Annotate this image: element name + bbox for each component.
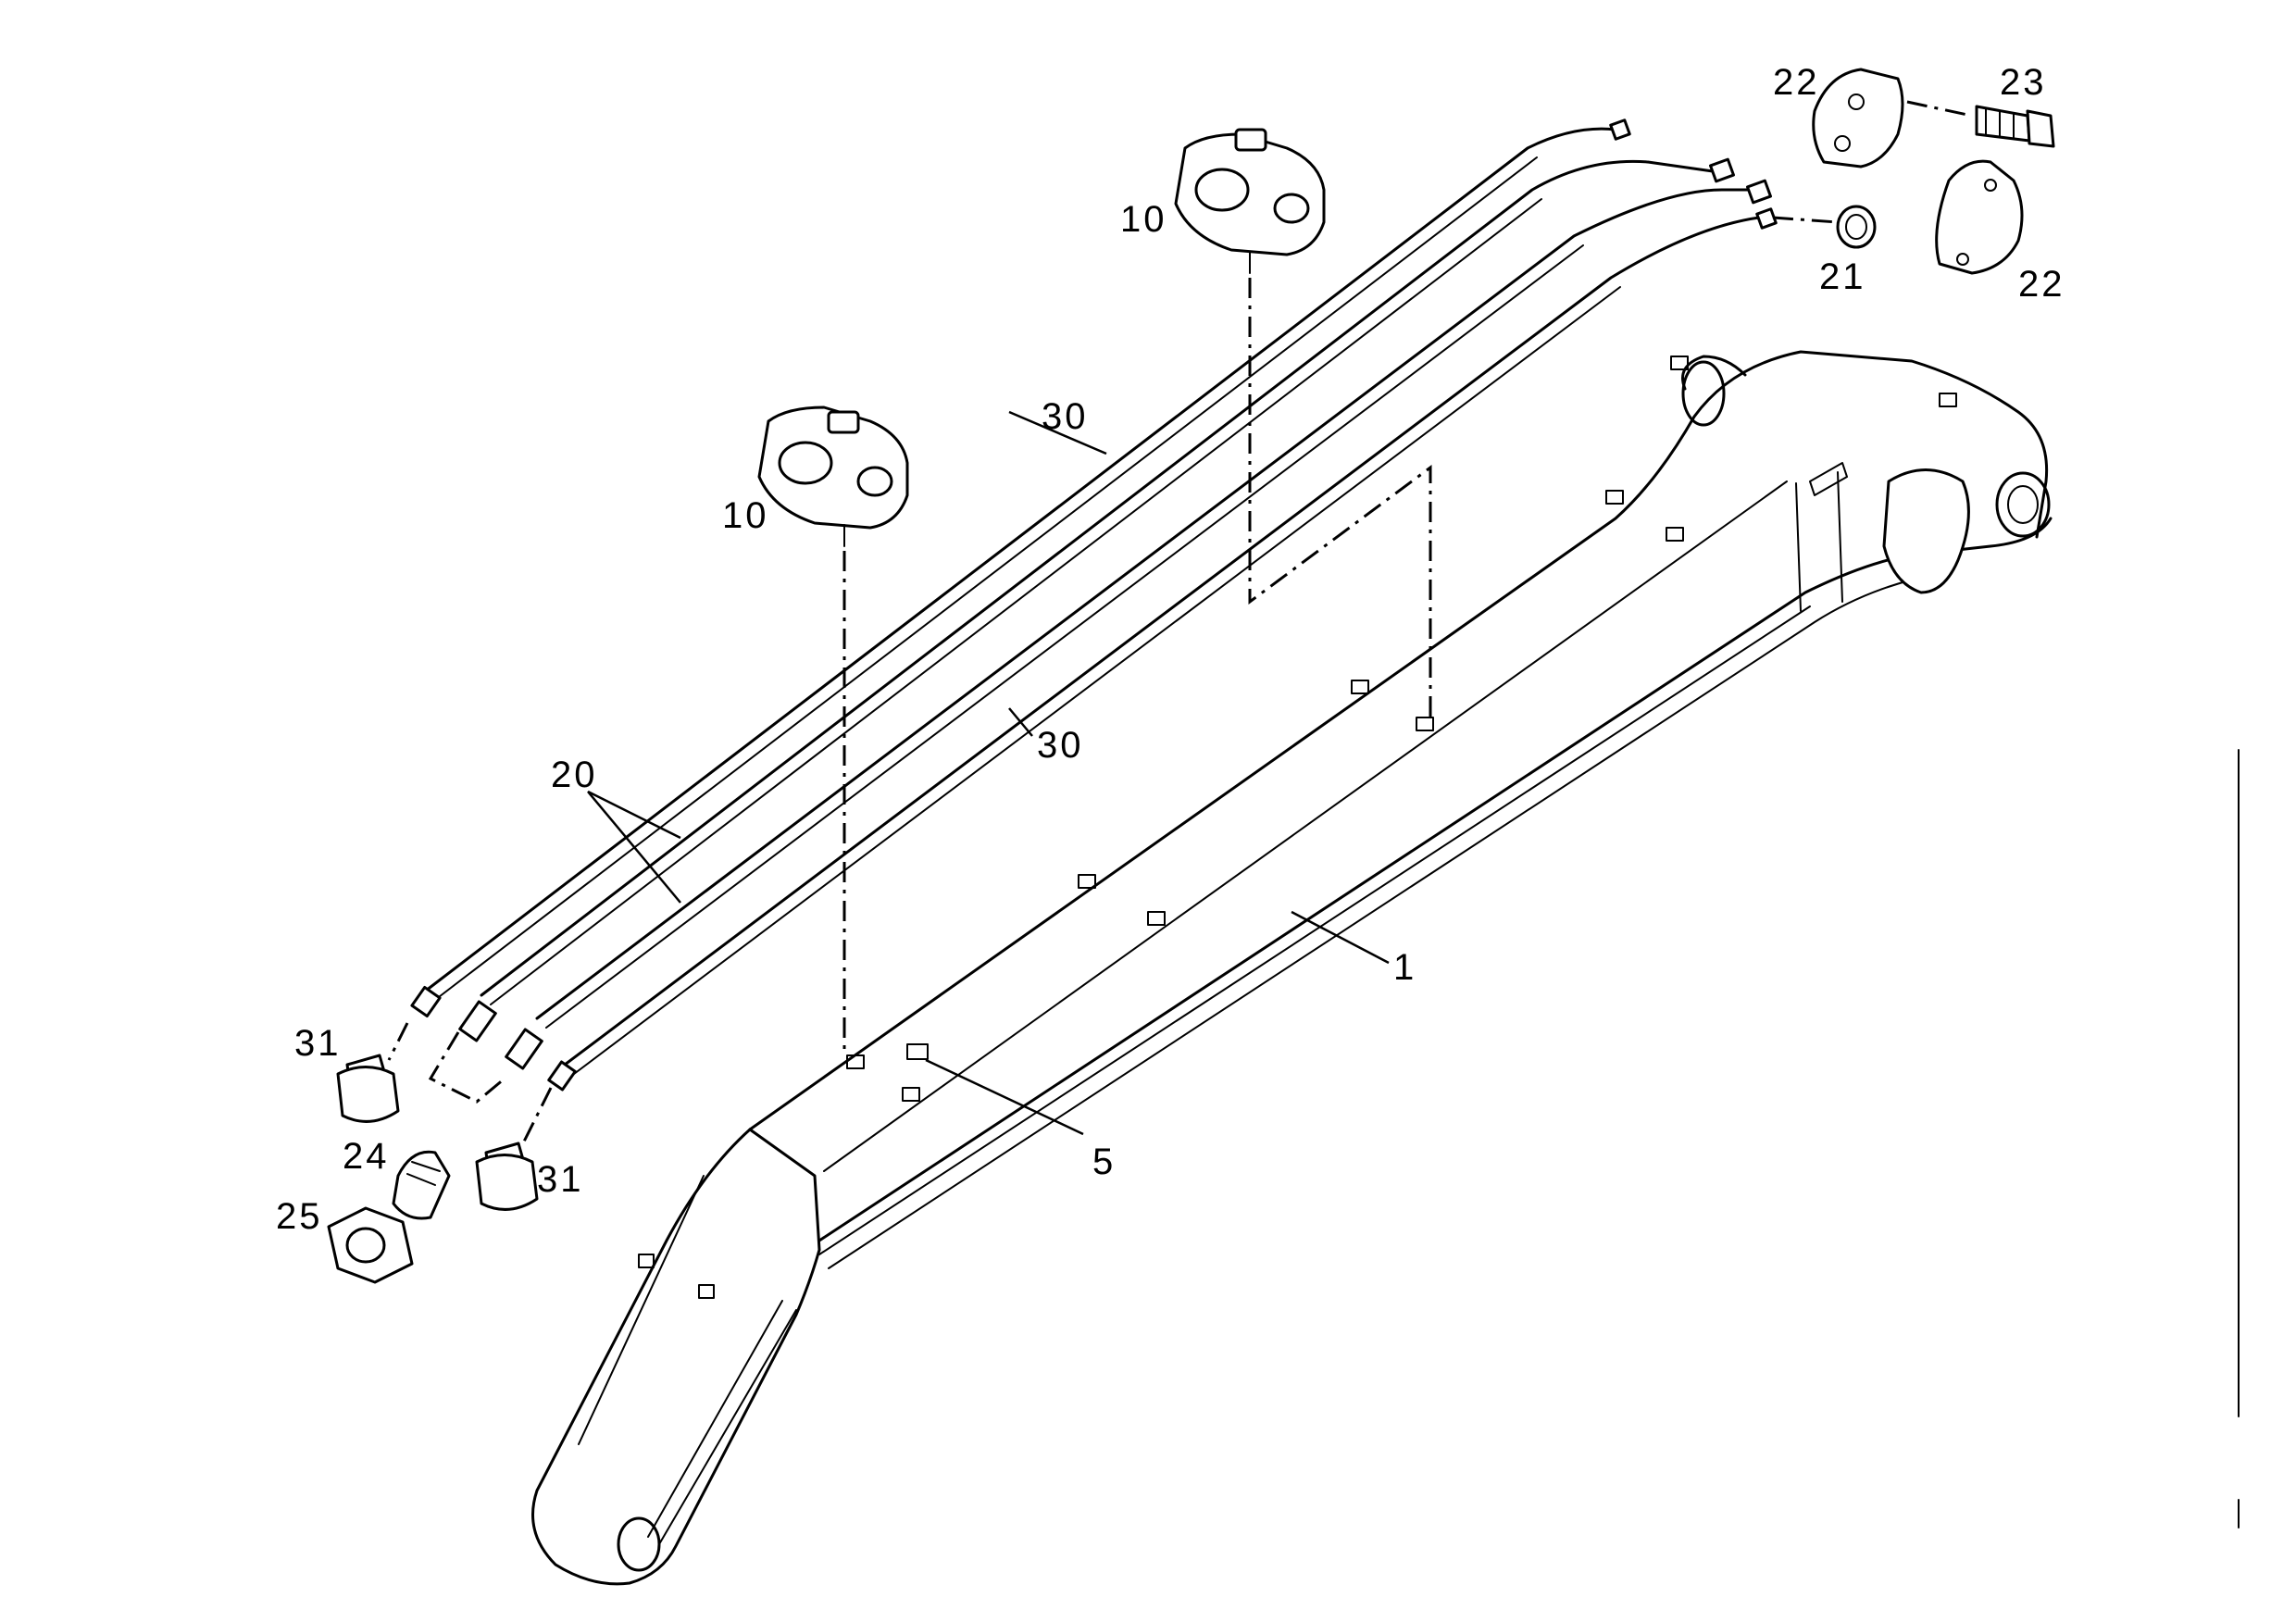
callout-31-left: 31	[294, 1023, 342, 1064]
pipes	[410, 119, 1778, 1092]
clamp-lower	[757, 406, 909, 547]
callout-10-lower: 10	[722, 495, 769, 536]
assembly-lines	[387, 100, 1973, 1144]
nipple	[392, 1150, 451, 1220]
callouts: 1 5 10 10 20 21 22 22 23 24 25 30 30 31 …	[276, 62, 2065, 1237]
plug-right	[475, 1142, 539, 1211]
callout-23: 23	[2000, 62, 2047, 103]
arm-boom	[531, 350, 2053, 1586]
callout-30-upper: 30	[1042, 396, 1089, 437]
callout-31-right: 31	[537, 1159, 584, 1200]
callout-25: 25	[276, 1196, 323, 1237]
callout-24: 24	[343, 1136, 390, 1177]
callout-20: 20	[551, 755, 598, 795]
leader-lines	[587, 410, 1390, 1136]
o-ring	[1836, 205, 1877, 249]
hex-nut	[327, 1206, 414, 1284]
callout-5: 5	[1092, 1142, 1116, 1182]
bolt	[1975, 105, 2055, 148]
callout-22-lower: 22	[2018, 264, 2065, 305]
split-flange-upper	[1812, 68, 1904, 168]
callout-21: 21	[1819, 256, 1866, 297]
clamp-upper	[1174, 128, 1326, 274]
callout-1: 1	[1393, 947, 1416, 988]
callout-10-upper: 10	[1120, 199, 1167, 240]
split-flange-lower	[1935, 159, 2024, 275]
plug-left	[336, 1054, 400, 1123]
callout-22-upper: 22	[1773, 62, 1820, 103]
callout-30-lower: 30	[1037, 725, 1084, 766]
